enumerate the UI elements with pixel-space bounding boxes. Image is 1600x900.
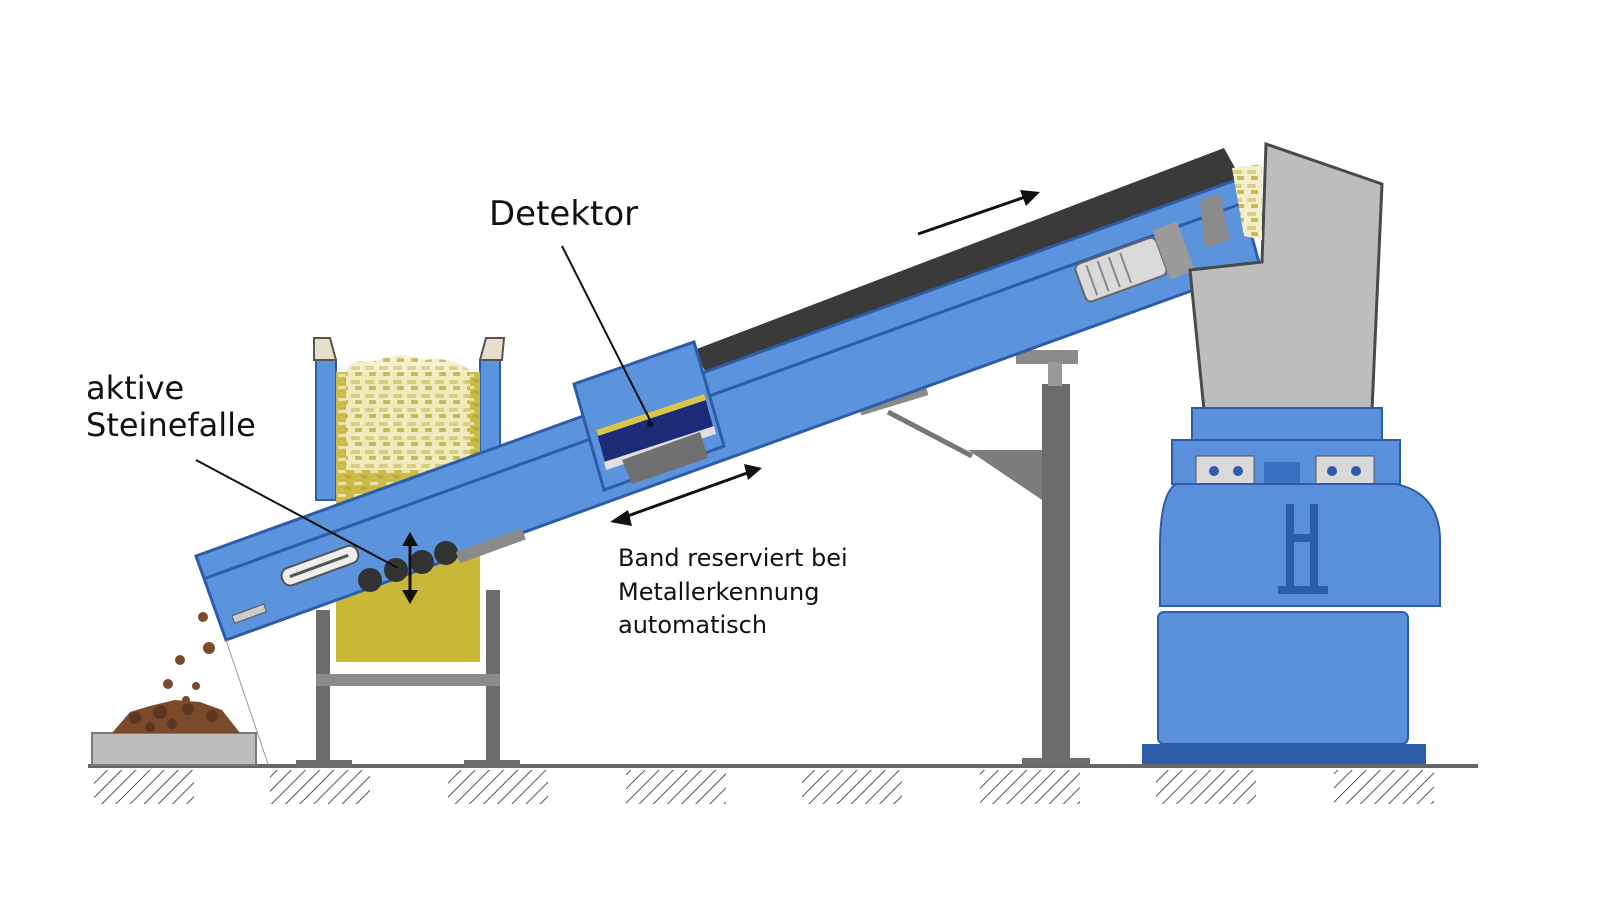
belt-reverse-label-line3: automatisch — [618, 611, 768, 640]
shredder — [1142, 141, 1442, 764]
arrow-up-right-icon — [917, 190, 1040, 236]
falling-stones — [163, 612, 215, 704]
conveyor-support — [858, 350, 1090, 767]
stone-trap-label-line2: Steinefalle — [86, 405, 256, 444]
detector-housing — [572, 340, 726, 492]
stone-tray — [91, 700, 257, 766]
stone-trap-label-line1: aktive — [86, 369, 185, 407]
belt-reverse-label-line2: Metallerkennung — [618, 577, 820, 606]
stone-trap-leader-line — [195, 459, 399, 569]
detector-label: Detektor — [485, 193, 655, 239]
belt-tensioner — [231, 544, 360, 624]
double-arrow-icon — [610, 464, 762, 526]
detector-label-text: Detektor — [489, 194, 639, 234]
belt-reverse-label: Band reserviert bei Metallerkennung auto… — [614, 540, 860, 649]
inclined-conveyor — [194, 148, 1262, 642]
detector-leader-line — [561, 245, 651, 421]
ground — [88, 764, 1478, 804]
stone-trap-label: aktive Steinefalle — [84, 366, 286, 450]
vertical-double-arrow-icon — [402, 532, 418, 604]
logo-hl-icon — [1278, 504, 1328, 594]
belt-reverse-label-line1: Band reserviert bei — [618, 544, 848, 572]
motor-icon — [1074, 221, 1195, 303]
fall-line — [225, 639, 269, 765]
